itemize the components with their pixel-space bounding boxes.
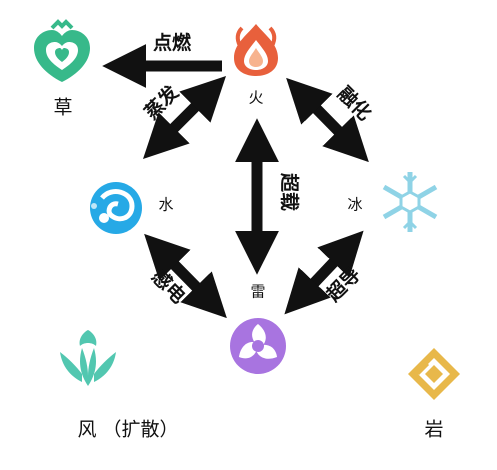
element-label-fire: 火 <box>248 88 264 107</box>
arrow-superconduct <box>284 230 364 315</box>
anemo-icon <box>60 330 116 386</box>
pyro-icon <box>234 24 278 76</box>
hydro-icon <box>90 182 142 234</box>
element-label-anemo: 风 （扩散） <box>77 418 179 441</box>
element-label-dendro: 草 <box>53 96 73 119</box>
element-label-electro: 雷 <box>250 282 266 301</box>
reaction-burning: 点燃 <box>153 31 192 54</box>
arrow-electro-charged <box>144 233 227 319</box>
electro-icon <box>230 318 286 374</box>
cryo-icon <box>382 172 438 232</box>
reaction-melt: 融化 <box>333 82 376 125</box>
arrow-melt <box>286 77 369 163</box>
element-label-ice: 冰 <box>347 195 363 214</box>
element-label-water: 水 <box>158 195 174 214</box>
element-label-geo: 岩 <box>424 418 444 441</box>
arrow-vaporize <box>142 75 227 160</box>
geo-icon <box>408 348 460 400</box>
reaction-overloaded: 超载 <box>278 172 301 211</box>
dendro-icon <box>34 19 90 82</box>
